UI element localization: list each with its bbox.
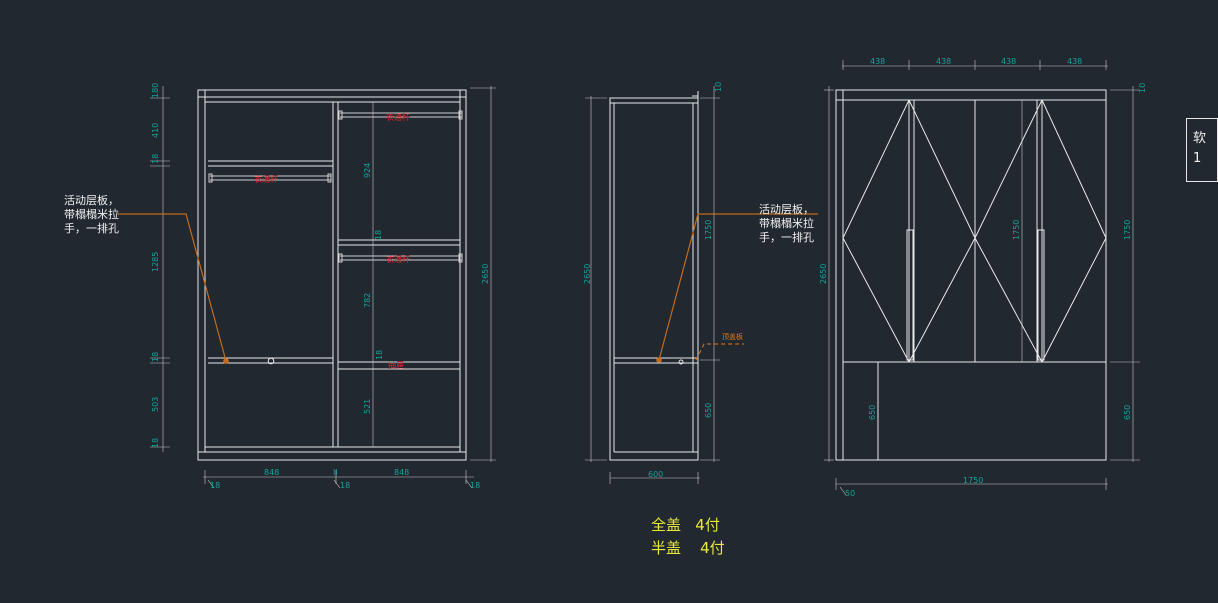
door-swing-mark xyxy=(842,99,910,363)
dim-door-offset: 50 xyxy=(845,489,855,498)
shelf-note-line: 带榻榻米拉 xyxy=(64,207,119,221)
dim-width-left: 848 xyxy=(264,468,279,477)
door-swing-mark xyxy=(908,99,976,363)
dim-door-width: 438 xyxy=(870,57,885,66)
shelf-pull-hole-icon xyxy=(267,357,275,365)
dim-door-height-total: 2650 xyxy=(819,264,828,284)
door-swing-mark xyxy=(1041,99,1107,363)
back-panel-leader xyxy=(695,343,744,361)
door-handle-left xyxy=(906,229,914,361)
dim-panel-thickness: 18 xyxy=(470,481,480,490)
side-outer-frame xyxy=(609,97,699,461)
dim-door-width: 438 xyxy=(936,57,951,66)
dim-width-right: 848 xyxy=(394,468,409,477)
drawer-label: 抽屉 xyxy=(388,360,404,370)
dim-left-shelf: 18 xyxy=(151,154,160,164)
door-outer-frame xyxy=(835,89,1107,461)
dim-door-lower-inner: 650 xyxy=(868,405,877,420)
dim-door-lower-right: 650 xyxy=(1123,405,1132,420)
dim-left-top: 180 xyxy=(151,83,160,98)
dim-door-top: 10 xyxy=(1138,83,1147,93)
hanging-rail-label: 衣通杆 xyxy=(386,254,410,264)
dim-door-height-inner: 1750 xyxy=(1012,220,1021,240)
dim-side-upper: 1750 xyxy=(704,220,713,240)
shelf-note-line: 手，一排孔 xyxy=(64,221,119,235)
dim-right-upper: 924 xyxy=(363,163,372,178)
dim-left-hanging: 1285 xyxy=(151,252,160,272)
back-panel-label: 顶盖板 xyxy=(722,332,743,341)
dim-side-depth: 600 xyxy=(648,470,663,479)
side-note-line: 活动层板， xyxy=(759,202,814,216)
leader-dot-icon xyxy=(223,358,229,364)
hinge-note-full-overlay: 全盖 4付 xyxy=(651,516,720,534)
dim-right-drawer: 521 xyxy=(363,399,372,414)
door-view-elevation: 438 438 438 438 2650 1750 650 10 1750 65… xyxy=(819,57,1147,498)
front-view-elevation: 衣通杆 衣通杆 衣通杆 抽屉 924 18 782 18 521 180 410… xyxy=(64,83,496,490)
side-panel-line1: 软 xyxy=(1193,131,1207,146)
dim-panel-thickness: 18 xyxy=(210,481,220,490)
shelf-note-line: 活动层板， xyxy=(64,193,119,207)
dim-side-top: 10 xyxy=(714,82,723,92)
dim-left-upper: 410 xyxy=(151,123,160,138)
dim-left-base: 18 xyxy=(151,438,160,448)
dim-right-middle: 782 xyxy=(363,293,372,308)
dim-door-height-right: 1750 xyxy=(1123,220,1132,240)
dim-door-width-total: 1750 xyxy=(963,476,983,485)
dim-panel-thickness: 18 xyxy=(340,481,350,490)
dim-door-width: 438 xyxy=(1067,57,1082,66)
hinge-note-half-overlay: 半盖 4付 xyxy=(651,539,725,557)
dim-width-mid: II xyxy=(333,468,338,477)
door-handle-right xyxy=(1037,229,1045,361)
dim-left-bottom: 503 xyxy=(151,397,160,412)
side-note-line: 带榻榻米拉 xyxy=(759,216,814,230)
door-swing-mark xyxy=(974,99,1043,363)
dim-right-shelf: 18 xyxy=(374,230,383,240)
hanging-rail-label: 衣通杆 xyxy=(254,174,278,184)
side-note-leader xyxy=(658,213,818,361)
dim-front-height-total: 2650 xyxy=(481,264,490,284)
leader-dot-icon xyxy=(656,357,662,363)
side-note-line: 手，一排孔 xyxy=(759,230,814,244)
dim-door-width: 438 xyxy=(1001,57,1016,66)
side-panel-cropped[interactable]: 软 1 xyxy=(1186,118,1218,182)
dim-left-shelf-lower: 18 xyxy=(151,352,160,362)
side-view-elevation: 2650 10 1750 650 600 顶盖板 活动层板， 带榻榻米拉 手，一… xyxy=(583,82,818,484)
side-panel-line2: 1 xyxy=(1193,151,1202,166)
hanging-rail-label: 衣通杆 xyxy=(386,112,410,122)
dim-side-lower: 650 xyxy=(704,403,713,418)
dim-right-drawer-top: 18 xyxy=(375,350,384,360)
shelf-note-leader xyxy=(118,213,227,362)
dim-side-height-total: 2650 xyxy=(583,264,592,284)
front-outer-frame xyxy=(197,89,467,461)
